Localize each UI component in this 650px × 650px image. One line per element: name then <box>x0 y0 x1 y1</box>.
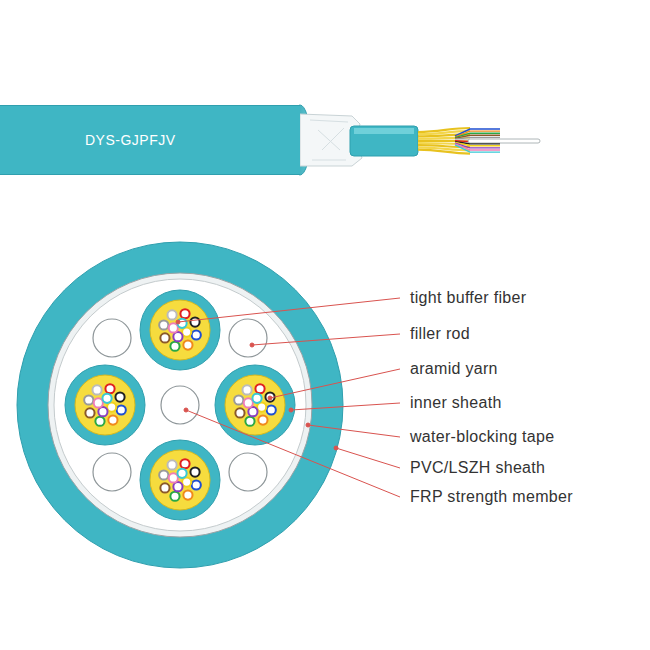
part-label: aramid yarn <box>410 359 498 379</box>
tape-texture <box>310 120 348 160</box>
part-label: tight buffer fiber <box>410 288 526 308</box>
outer-sheath <box>17 242 343 568</box>
frp-rod <box>468 139 540 143</box>
frp-strength-member <box>161 386 199 424</box>
filler-rods <box>93 319 267 491</box>
part-label: FRP strength member <box>410 487 573 507</box>
cable-cross-section <box>17 242 343 568</box>
cable-marking: DYS-GJPFJV <box>85 132 176 148</box>
inner-core <box>54 279 306 531</box>
sub-units <box>65 290 295 520</box>
water-blocking-tape-ring <box>48 273 312 537</box>
leader-lines <box>176 298 400 497</box>
part-label: filler rod <box>410 324 470 344</box>
sub-unit-sheath <box>350 126 418 156</box>
sub-unit-highlight <box>354 128 414 134</box>
part-label: water-blocking tape <box>410 427 554 447</box>
cable-side-view <box>290 105 540 175</box>
cable-jacket: DYS-GJPFJV <box>0 105 300 175</box>
part-label: inner sheath <box>410 393 502 413</box>
part-label: PVC/LSZH sheath <box>410 458 545 478</box>
